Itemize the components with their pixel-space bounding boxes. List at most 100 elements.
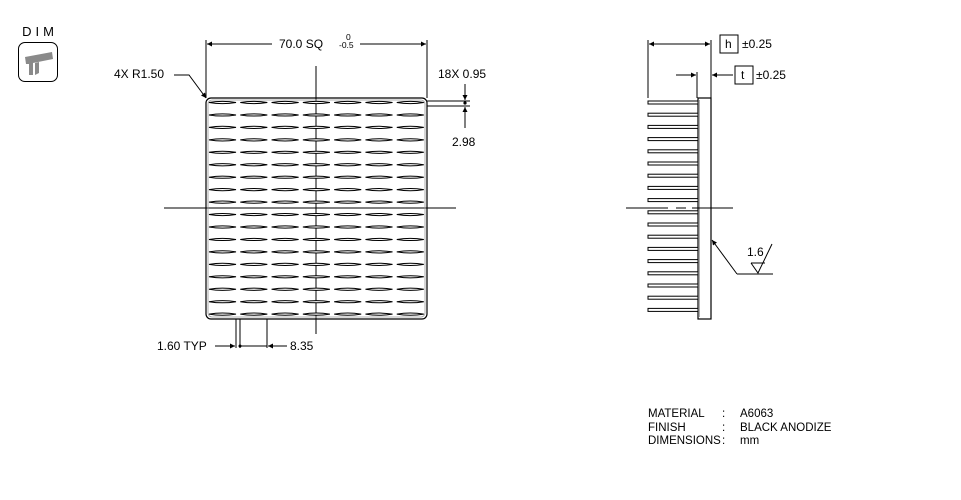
slot — [208, 138, 237, 142]
slot — [208, 237, 237, 242]
slot — [302, 125, 330, 129]
fin — [647, 222, 699, 227]
note-key: MATERIAL — [648, 408, 705, 420]
slot — [302, 200, 330, 204]
fin — [647, 246, 699, 251]
slot — [302, 175, 330, 179]
height-tol: ±0.25 — [742, 37, 772, 51]
slot — [302, 138, 330, 142]
slot — [240, 300, 268, 304]
note-value: BLACK ANODIZE — [740, 421, 832, 434]
slot — [396, 200, 424, 204]
slot — [240, 163, 268, 167]
slot — [302, 250, 330, 254]
slot — [208, 163, 237, 167]
slot — [396, 312, 424, 316]
slot — [208, 200, 237, 204]
slot — [240, 262, 268, 266]
slot — [334, 312, 362, 316]
slot — [240, 287, 268, 291]
slot — [302, 312, 330, 316]
fin — [647, 271, 699, 276]
thickness-tol: ±0.25 — [756, 68, 786, 82]
slot — [334, 275, 362, 279]
slot — [240, 100, 268, 105]
overall-dim-text: 70.0 SQ — [279, 37, 323, 51]
slot — [302, 113, 330, 117]
roughness-text: 1.6 — [747, 245, 764, 259]
slot — [271, 275, 299, 279]
slot — [396, 150, 424, 154]
slot — [208, 175, 237, 179]
dim-badge-label: DIM — [22, 24, 58, 39]
tol-upper-text: 0 — [346, 32, 351, 42]
slot-pitch-text: 8.35 — [290, 339, 314, 353]
fin — [647, 149, 699, 154]
slot — [271, 225, 299, 229]
slot — [271, 188, 299, 192]
fin-thickness-text: 18X 0.95 — [438, 67, 486, 81]
slot — [208, 312, 237, 316]
slot — [396, 225, 424, 229]
slot — [334, 287, 362, 291]
note-key: FINISH — [648, 421, 686, 434]
slot — [208, 100, 237, 105]
fin-pitch-text: 2.98 — [452, 135, 476, 149]
slot — [365, 225, 393, 229]
slot — [334, 200, 362, 204]
slot — [240, 312, 268, 316]
height-label: h — [725, 37, 732, 51]
fin — [647, 295, 699, 300]
slot — [240, 175, 268, 179]
slot — [208, 225, 237, 229]
note-value: A6063 — [740, 408, 774, 420]
slot — [302, 100, 330, 105]
fin — [647, 112, 699, 117]
slot — [208, 275, 237, 279]
fin — [647, 283, 699, 288]
slot-width-text: 1.60 TYP — [157, 339, 207, 353]
slot — [396, 300, 424, 304]
slot — [271, 212, 299, 217]
slot — [271, 237, 299, 242]
corner-radius-text: 4X R1.50 — [114, 67, 164, 81]
slot — [396, 163, 424, 167]
slot — [365, 312, 393, 316]
note-sep: : — [722, 435, 726, 448]
slot — [365, 175, 393, 179]
slot — [334, 262, 362, 266]
top-view: 70.0 SQ 0 -0.5 4X R1.50 18X 0.95 2.98 1.… — [114, 32, 486, 353]
title-notes: MATERIAL : A6063 FINISH : BLACK ANODIZE … — [648, 408, 831, 449]
slot — [271, 175, 299, 179]
slot — [240, 237, 268, 242]
fin — [647, 307, 699, 312]
slot — [334, 138, 362, 142]
slot — [365, 113, 393, 117]
slot — [240, 250, 268, 254]
slot — [208, 250, 237, 254]
thickness-label: t — [741, 68, 745, 82]
slot — [208, 287, 237, 291]
slot — [302, 287, 330, 291]
fin — [647, 161, 699, 166]
fin — [647, 173, 699, 178]
slot — [240, 212, 268, 217]
slot — [271, 163, 299, 167]
dim-badge[interactable]: DIM — [18, 24, 60, 82]
note-dimensions: DIMENSIONS : mm — [648, 435, 831, 449]
slot — [365, 125, 393, 129]
fin — [647, 137, 699, 142]
slot — [396, 138, 424, 142]
note-key: DIMENSIONS — [648, 435, 721, 448]
slot — [365, 262, 393, 266]
slot — [271, 300, 299, 304]
slot — [302, 188, 330, 192]
slot — [208, 300, 237, 304]
slot — [396, 175, 424, 179]
side-view: h ±0.25 t ±0.25 1.6 — [626, 34, 786, 320]
slot — [240, 275, 268, 279]
fin — [647, 210, 699, 215]
slot — [208, 212, 237, 217]
slot — [271, 125, 299, 129]
slot — [396, 287, 424, 291]
